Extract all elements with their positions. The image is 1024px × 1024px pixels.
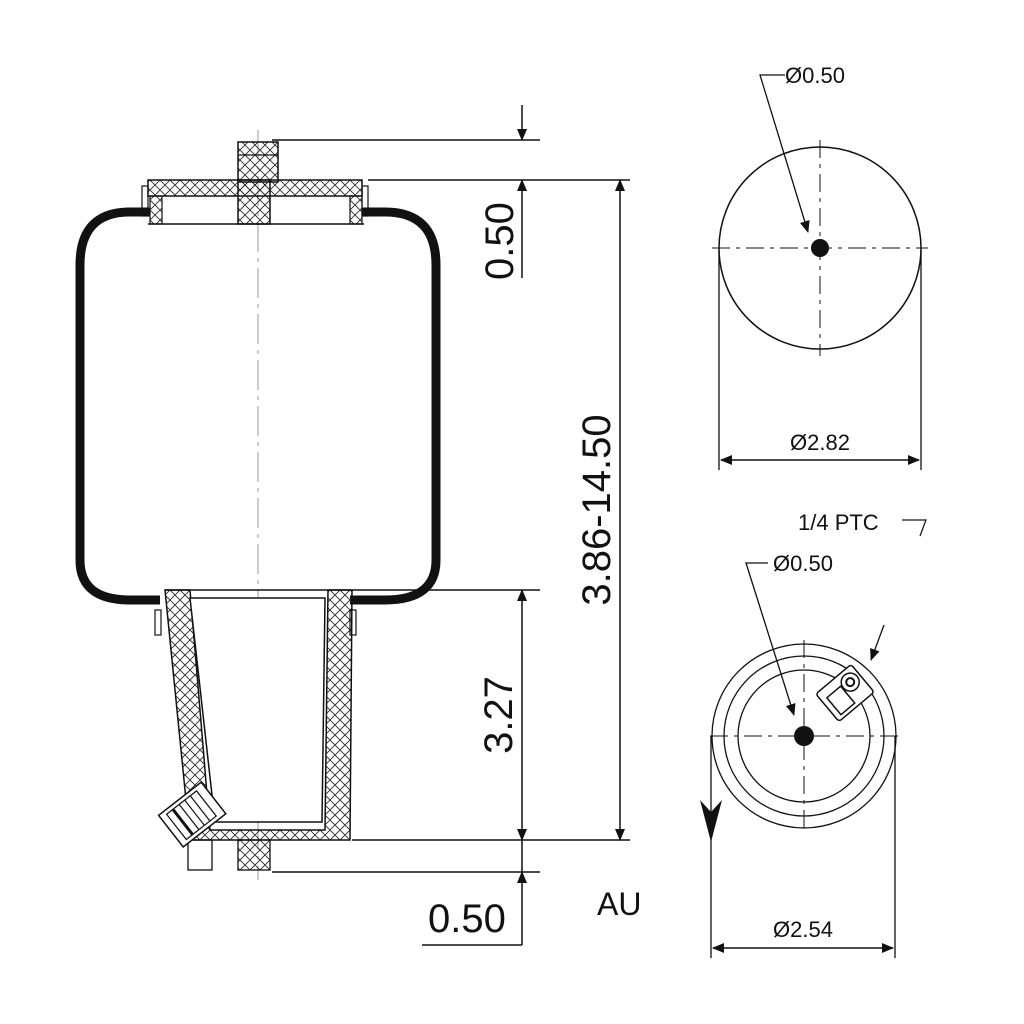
dim-overall-height: 3.86-14.50 bbox=[575, 414, 619, 605]
air-fitting bbox=[157, 781, 227, 848]
center-hole-icon bbox=[811, 239, 829, 257]
top-hole-label: Ø0.50 bbox=[785, 63, 845, 88]
model-code: AU bbox=[597, 886, 641, 922]
side-view: 0.50 3.86-14.50 3.27 0.50 AU bbox=[75, 105, 641, 946]
bellows-outline-right bbox=[350, 207, 441, 605]
center-hole-icon bbox=[794, 726, 814, 746]
dim-piston-height: 3.27 bbox=[477, 676, 521, 754]
bottom-view: 1/4 PTC Ø0.50 Ø2.54 bbox=[700, 510, 927, 958]
bottom-hole-label: Ø0.50 bbox=[773, 551, 833, 576]
top-view: Ø0.50 Ø2.82 bbox=[712, 63, 928, 470]
piston bbox=[154, 589, 357, 871]
dim-bottom-stud: 0.50 bbox=[428, 897, 506, 941]
fitting-label: 1/4 PTC bbox=[798, 510, 879, 535]
bellows-outline bbox=[75, 207, 160, 605]
bottom-diameter-label: Ø2.54 bbox=[773, 917, 833, 942]
top-diameter-label: Ø2.82 bbox=[790, 430, 850, 455]
rotation-arrow-icon bbox=[700, 800, 722, 842]
dim-top-stud: 0.50 bbox=[478, 202, 522, 280]
top-plate bbox=[141, 141, 369, 225]
ptc-fitting-icon bbox=[816, 664, 874, 722]
